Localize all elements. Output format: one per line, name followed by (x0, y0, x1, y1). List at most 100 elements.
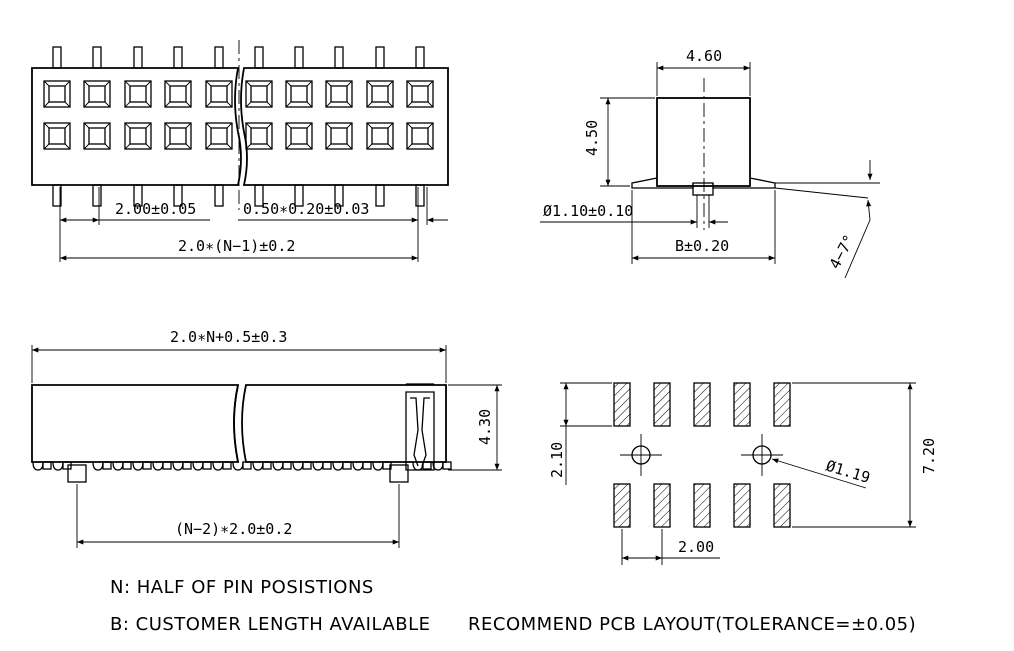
note-pcb-layout: RECOMMEND PCB LAYOUT(TOLERANCE=±0.05) (468, 614, 916, 635)
pcb-pad (693, 483, 711, 528)
contact-cell (325, 122, 353, 150)
contact-cell (325, 80, 353, 108)
contact-foot (282, 461, 292, 470)
contact-bump (92, 461, 104, 471)
contact-cell (366, 122, 394, 150)
contact-foot (302, 461, 312, 470)
contact-foot (242, 461, 252, 470)
contact-foot (322, 461, 332, 470)
contact-cell-inner (411, 85, 429, 103)
contact-cell (245, 80, 273, 108)
pcb-pad (613, 382, 631, 427)
pcb-pad (653, 483, 671, 528)
pcb-pad (733, 483, 751, 528)
contact-bump (372, 461, 384, 471)
dim-leg-angle: 4−7° (826, 232, 859, 272)
side-view: 4.60 4.50 Ø1.10±0.10 B±0.20 4−7° (540, 47, 880, 279)
pcb-pad (773, 483, 791, 528)
dim-b-length: B±0.20 (675, 237, 729, 255)
contact-foot (362, 461, 372, 470)
contact-cell-inner (48, 127, 66, 145)
dim-front-length: 2.0∗N+0.5±0.3 (170, 328, 287, 346)
pin-bottom (294, 184, 304, 207)
contact-bump (292, 461, 304, 471)
pcb-pad (773, 382, 791, 427)
contact-cell-inner (210, 127, 228, 145)
contact-foot (442, 461, 452, 470)
pin-top (375, 46, 385, 69)
pin-bottom (133, 184, 143, 207)
pin-top (334, 46, 344, 69)
contact-foot (182, 461, 192, 470)
front-view: 2.0∗N+0.5±0.3 4.30 (N−2)∗2.0±0.2 (31, 328, 502, 548)
contact-cell-inner (371, 85, 389, 103)
pin-bottom (375, 184, 385, 207)
contact-cell (366, 80, 394, 108)
contact-cell (164, 80, 192, 108)
contact-cell-inner (371, 127, 389, 145)
pin-bottom (173, 184, 183, 207)
contact-bump (232, 461, 244, 471)
contact-cell-inner (129, 127, 147, 145)
contact-foot (102, 461, 112, 470)
contact-foot (262, 461, 272, 470)
contact-cell-inner (48, 85, 66, 103)
contact-bump (112, 461, 124, 471)
top-view: 2.00±0.05 0.50∗0.20±0.03 2.0∗(N−1)±0.2 (31, 40, 449, 262)
dim-overall-pitch: 2.0∗(N−1)±0.2 (178, 237, 295, 255)
dim-pin-size: 0.50∗0.20±0.03 (243, 200, 369, 218)
contact-bump (172, 461, 184, 471)
contact-cell (245, 122, 273, 150)
pcb-layout: Ø1.19 2.10 7.20 2.00 (548, 382, 938, 565)
note-b: B: CUSTOMER LENGTH AVAILABLE (110, 614, 430, 635)
contact-cell-inner (169, 85, 187, 103)
contact-cell-inner (88, 85, 106, 103)
pcb-pad (653, 382, 671, 427)
dim-pin-pitch: 2.00±0.05 (115, 200, 196, 218)
pin-bottom (52, 184, 62, 207)
contact-foot (222, 461, 232, 470)
dim-side-height: 4.50 (583, 120, 601, 156)
dim-pad-pitch: 2.00 (678, 538, 714, 556)
contact-bump (192, 461, 204, 471)
contact-cell-inner (290, 85, 308, 103)
contact-cell (43, 122, 71, 150)
contact-cell-inner (290, 127, 308, 145)
contact-foot (42, 461, 52, 470)
contact-cell-inner (169, 127, 187, 145)
pin-bottom (334, 184, 344, 207)
contact-cell (205, 122, 233, 150)
contact-cell (406, 122, 434, 150)
pin-top (415, 46, 425, 69)
contact-cell-inner (129, 85, 147, 103)
contact-cell-inner (330, 85, 348, 103)
dim-pad-row: 2.10 (548, 442, 566, 478)
contact-bump (32, 461, 44, 471)
pin-top (133, 46, 143, 69)
pin-top (294, 46, 304, 69)
pin-top (92, 46, 102, 69)
contact-cell (285, 122, 313, 150)
pin-top (173, 46, 183, 69)
pcb-pad (693, 382, 711, 427)
contact-foot (202, 461, 212, 470)
contact-cell (164, 122, 192, 150)
contact-cell (406, 80, 434, 108)
pin-bottom (415, 184, 425, 207)
contact-foot (162, 461, 172, 470)
contact-bump (52, 461, 64, 471)
contact-cell-inner (330, 127, 348, 145)
pin-bottom (254, 184, 264, 207)
pin-top (52, 46, 62, 69)
dim-post-diameter: Ø1.10±0.10 (543, 202, 633, 220)
contact-bump (212, 461, 224, 471)
contact-foot (142, 461, 152, 470)
pin-bottom (214, 184, 224, 207)
contact-bump (132, 461, 144, 471)
contact-bump (272, 461, 284, 471)
contact-cell (83, 80, 111, 108)
contact-bump (312, 461, 324, 471)
contact-cell (285, 80, 313, 108)
pcb-pad (733, 382, 751, 427)
